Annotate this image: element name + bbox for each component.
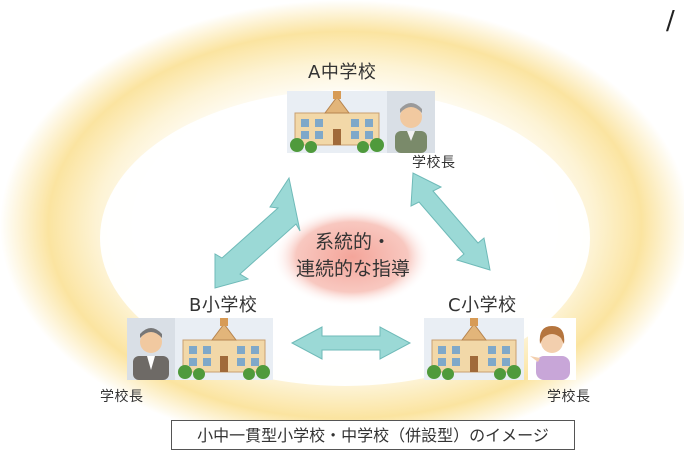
arrow-a-b	[214, 176, 301, 289]
school-c-building-icon	[424, 318, 524, 380]
principal-b-avatar	[127, 318, 175, 380]
diagram-caption: 小中一貫型小学校・中学校（併設型）のイメージ	[171, 420, 575, 450]
school-a-building-icon	[287, 91, 387, 153]
school-b-name: B小学校	[189, 295, 258, 316]
principal-a-avatar	[387, 91, 435, 153]
center-blob	[272, 207, 432, 307]
corner-mark: /	[666, 6, 675, 36]
principal-c-avatar	[528, 318, 576, 380]
arrow-b-c	[290, 326, 412, 360]
principal-c-label: 学校長	[547, 389, 591, 405]
principal-b-label: 学校長	[100, 389, 144, 405]
principal-a-label: 学校長	[412, 155, 456, 171]
center-line-1: 系統的・	[314, 231, 391, 253]
school-a-name: A中学校	[308, 62, 377, 83]
school-c-name: C小学校	[448, 295, 517, 316]
school-b-building-icon	[175, 318, 273, 380]
arrow-a-c	[410, 172, 491, 271]
center-guidance-text: 系統的・ 連続的な指導	[283, 229, 423, 283]
center-line-2: 連続的な指導	[295, 258, 410, 280]
